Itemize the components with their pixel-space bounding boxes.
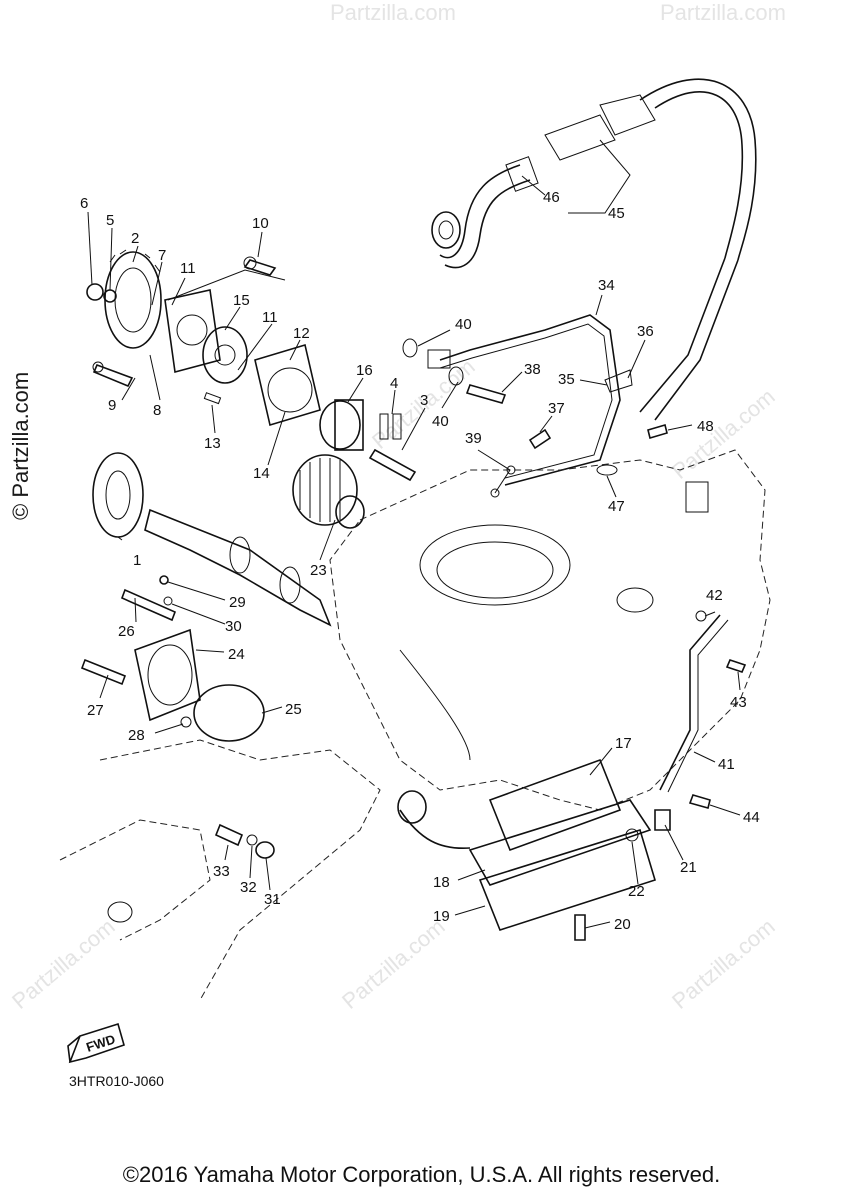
label-39: 39 (465, 430, 482, 447)
label-29: 29 (229, 594, 246, 611)
watermark-top: Partzilla.com (330, 0, 456, 25)
label-37: 37 (548, 400, 565, 417)
fwd-arrow-icon: FWD (67, 1022, 125, 1064)
bolt-9 (92, 361, 134, 388)
label-2: 2 (131, 230, 139, 247)
label-40a: 40 (455, 316, 472, 333)
cover-group (134, 628, 265, 742)
label-5: 5 (106, 212, 114, 229)
label-46: 46 (543, 189, 560, 206)
label-24: 24 (228, 646, 245, 663)
crankcase (59, 449, 771, 1001)
label-18: 18 (433, 874, 450, 891)
watermark-group: Partzilla.com Partzilla.com Partzilla.co… (7, 0, 786, 1014)
label-1: 1 (133, 552, 141, 569)
label-45: 45 (608, 205, 625, 222)
label-10: 10 (252, 215, 269, 232)
oil-pipe-41 (659, 610, 747, 809)
leader-lines (87, 139, 741, 929)
copyright-footer: ©2016 Yamaha Motor Corporation, U.S.A. A… (122, 1162, 721, 1187)
label-35: 35 (558, 371, 575, 388)
label-33: 33 (213, 863, 230, 880)
label-11a: 11 (180, 260, 196, 277)
label-27: 27 (87, 702, 104, 719)
watermark-bottom-right: Partzilla.com (667, 914, 780, 1014)
label-6: 6 (80, 195, 88, 212)
label-47: 47 (608, 498, 625, 515)
watermark-bottom-left: Partzilla.com (7, 914, 120, 1014)
breather-hose (431, 78, 757, 421)
oil-line (427, 314, 621, 486)
label-4: 4 (390, 375, 398, 392)
label-44: 44 (743, 809, 760, 826)
label-9: 9 (108, 397, 116, 414)
label-36: 36 (637, 323, 654, 340)
strainer-group (397, 758, 671, 941)
bolts-left (80, 575, 177, 686)
fwd-label: FWD (84, 1031, 117, 1054)
label-15: 15 (233, 292, 250, 309)
oil-pump-group (86, 249, 321, 427)
label-11b: 11 (262, 309, 278, 326)
part-number-labels: 1 2 3 4 5 6 7 8 9 10 11 11 12 13 14 15 1… (80, 189, 760, 933)
label-28: 28 (128, 727, 145, 744)
label-3: 3 (420, 392, 428, 409)
label-42: 42 (706, 587, 723, 604)
misc-bolts-right (402, 338, 668, 498)
label-14: 14 (253, 465, 270, 482)
drawing-code: 3HTR010-J060 (69, 1073, 164, 1089)
watermark-vertical: © Partzilla.com (8, 372, 33, 520)
watermark-bottom-mid: Partzilla.com (337, 914, 450, 1014)
oil-filter-group (292, 399, 417, 529)
label-41: 41 (718, 756, 735, 773)
label-17: 17 (615, 735, 632, 752)
label-30: 30 (225, 618, 242, 635)
label-40b: 40 (432, 413, 449, 430)
label-43: 43 (730, 694, 747, 711)
label-26: 26 (118, 623, 135, 640)
label-19: 19 (433, 908, 450, 925)
bolt-10 (243, 256, 277, 276)
label-34: 34 (598, 277, 615, 294)
label-38: 38 (524, 361, 541, 378)
label-21: 21 (680, 859, 697, 876)
label-23: 23 (310, 562, 327, 579)
label-13: 13 (204, 435, 221, 452)
label-32: 32 (240, 879, 257, 896)
label-31: 31 (264, 891, 281, 908)
label-25: 25 (285, 701, 302, 718)
label-20: 20 (614, 916, 631, 933)
watermark-top-right: Partzilla.com (660, 0, 786, 25)
label-12: 12 (293, 325, 310, 342)
label-8: 8 (153, 402, 161, 419)
small-parts-bottom-left (214, 823, 275, 859)
label-48: 48 (697, 418, 714, 435)
label-22: 22 (628, 883, 645, 900)
label-7: 7 (158, 247, 166, 264)
label-16: 16 (356, 362, 373, 379)
